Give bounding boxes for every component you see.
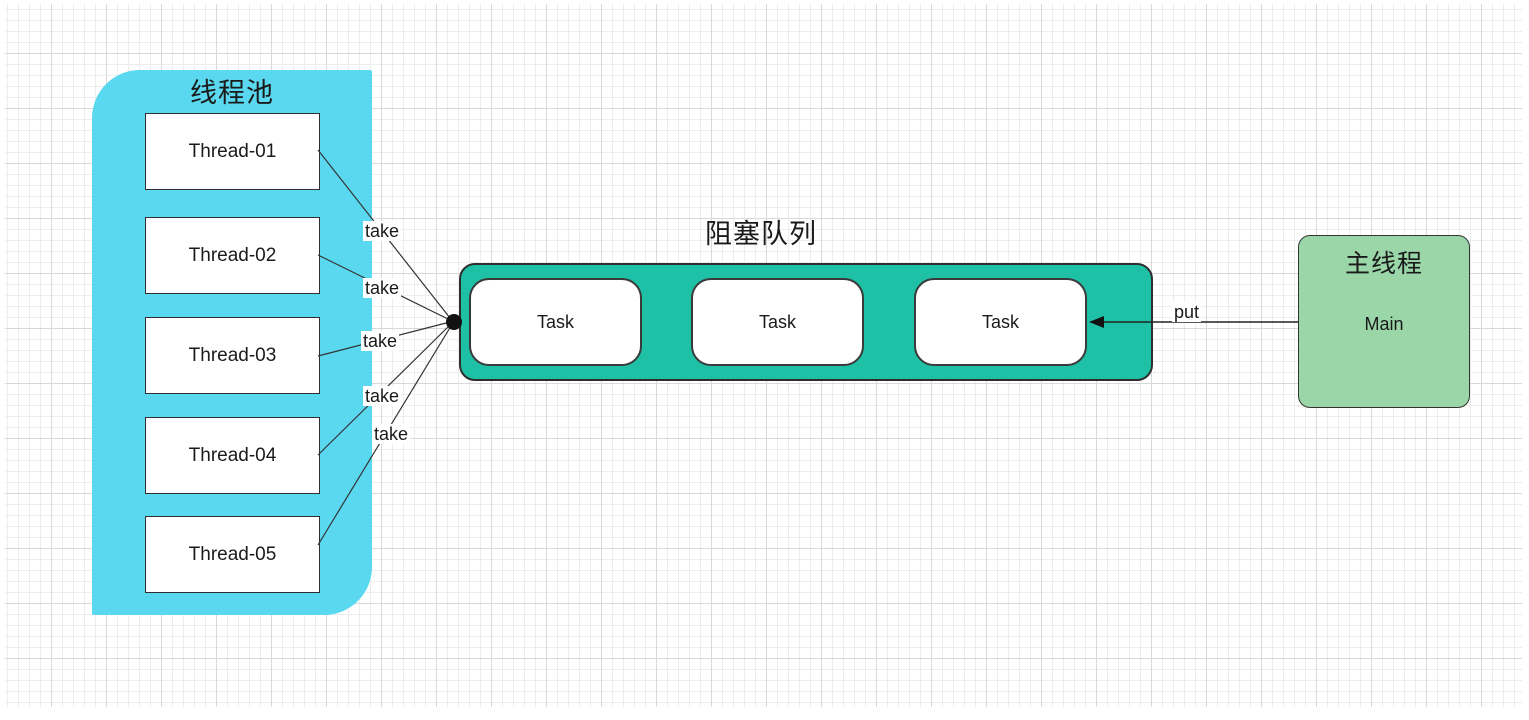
take-edge-label-1[interactable]: take <box>363 221 402 241</box>
thread-box-label: Thread-02 <box>188 244 277 266</box>
task-box-label: Task <box>758 311 796 332</box>
take-edge-label-5[interactable]: take <box>372 424 411 444</box>
thread-box-label: Thread-04 <box>188 444 277 466</box>
task-box-2[interactable]: Task <box>691 278 864 366</box>
task-box-label: Task <box>536 311 574 332</box>
task-box-label: Task <box>981 311 1019 332</box>
thread-box-03[interactable]: Thread-03 <box>145 317 320 394</box>
main-thread-box[interactable]: 主线程 Main <box>1298 235 1470 408</box>
blocking-queue-title: 阻塞队列 <box>705 219 817 249</box>
thread-box-01[interactable]: Thread-01 <box>145 113 320 190</box>
task-box-1[interactable]: Task <box>469 278 642 366</box>
thread-box-05[interactable]: Thread-05 <box>145 516 320 593</box>
thread-box-label: Thread-05 <box>188 543 277 565</box>
thread-box-label: Thread-03 <box>188 344 277 366</box>
thread-box-label: Thread-01 <box>188 140 277 162</box>
take-edge-label-2[interactable]: take <box>363 278 402 298</box>
main-thread-title: 主线程 <box>1344 250 1423 278</box>
task-box-3[interactable]: Task <box>914 278 1087 366</box>
main-thread-label: Main <box>1364 314 1404 334</box>
thread-box-04[interactable]: Thread-04 <box>145 417 320 494</box>
thread-pool-title: 线程池 <box>190 78 274 108</box>
put-arrowhead <box>1089 316 1104 328</box>
take-edge-label-3[interactable]: take <box>361 331 400 351</box>
thread-box-02[interactable]: Thread-02 <box>145 217 320 294</box>
take-edge-label-4[interactable]: take <box>363 386 402 406</box>
put-edge-label[interactable]: put <box>1172 302 1202 322</box>
take-edges-convergence-dot[interactable] <box>446 314 462 330</box>
